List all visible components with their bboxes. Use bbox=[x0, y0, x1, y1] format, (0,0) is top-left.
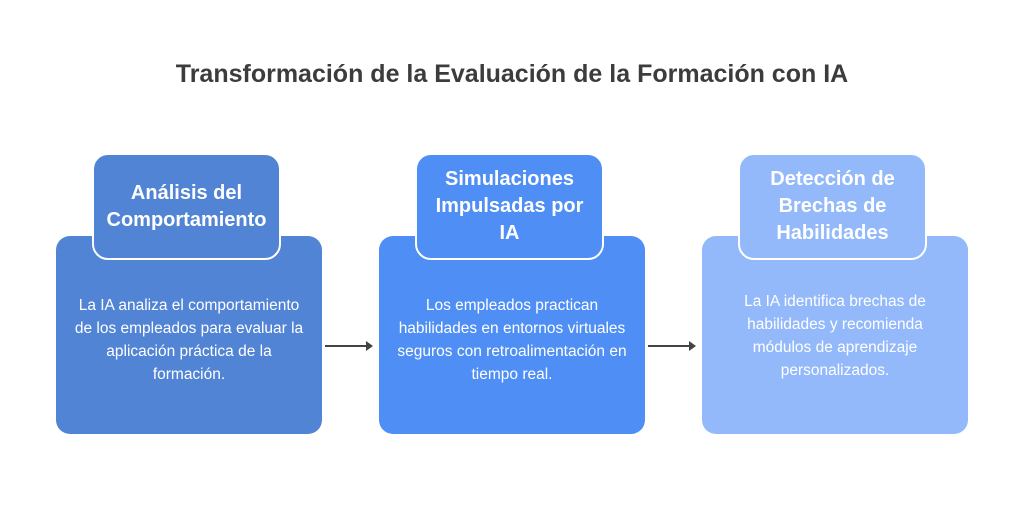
step-description: Los empleados practican habilidades en e… bbox=[397, 297, 627, 383]
step-heading: Análisis del Comportamiento bbox=[92, 153, 281, 260]
step-heading: Simulaciones Impulsadas por IA bbox=[415, 153, 604, 260]
step-card-ai-simulations: Los empleados practican habilidades en e… bbox=[379, 236, 645, 434]
step-card-behavior-analysis: La IA analiza el comportamiento de los e… bbox=[56, 236, 322, 434]
step-description: La IA identifica brechas de habilidades … bbox=[744, 293, 926, 379]
arrow-icon bbox=[648, 341, 696, 351]
step-card-skill-gap-detection: La IA identifica brechas de habilidades … bbox=[702, 236, 968, 434]
step-heading: Detección de Brechas de Habilidades bbox=[738, 153, 927, 260]
step-description: La IA analiza el comportamiento de los e… bbox=[74, 297, 304, 383]
arrow-icon bbox=[325, 341, 373, 351]
diagram-title: Transformación de la Evaluación de la Fo… bbox=[175, 60, 849, 88]
